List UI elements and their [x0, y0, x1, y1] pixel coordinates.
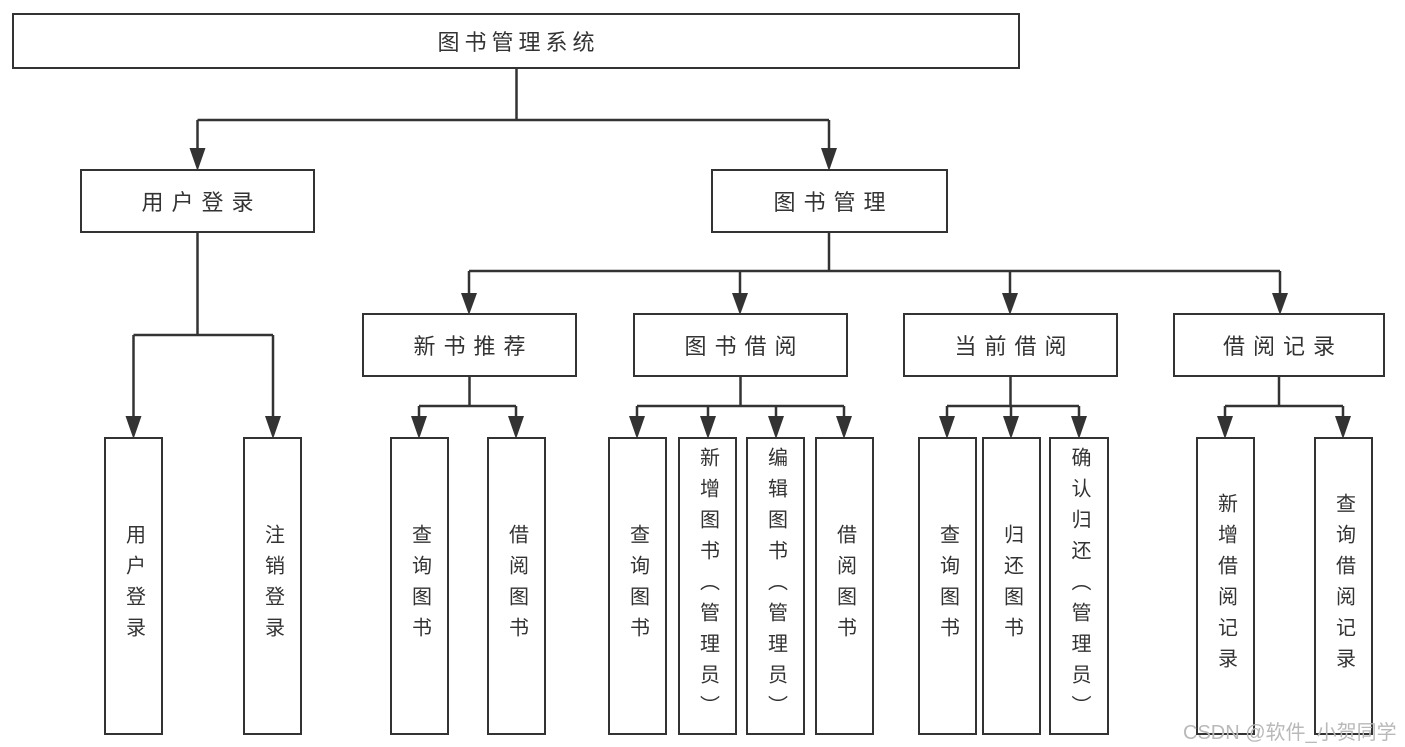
- leaf-logout: 注销登录: [243, 437, 302, 735]
- leaf-query-borrow-record: 查询借阅记录: [1314, 437, 1373, 735]
- leaf-label: 查询图书: [936, 524, 959, 648]
- node-book-management: 图书管理: [711, 169, 948, 233]
- leaf-label: 新增图书（管理员）: [696, 446, 719, 726]
- node-borrowing-records: 借阅记录: [1173, 313, 1385, 377]
- leaf-return-books: 归还图书: [982, 437, 1041, 735]
- node-label: 借阅记录: [1222, 334, 1343, 359]
- leaf-borrow-books: 借阅图书: [815, 437, 874, 735]
- arrowheads: [125, 148, 1351, 439]
- node-label: 用户登录: [141, 190, 262, 215]
- leaf-confirm-return-admin: 确认归还（管理员）: [1049, 437, 1109, 735]
- node-new-book-recommend: 新书推荐: [362, 313, 577, 377]
- node-label: 当前借阅: [954, 334, 1075, 359]
- leaf-label: 注销登录: [261, 524, 284, 648]
- node-label: 新书推荐: [413, 334, 534, 359]
- node-library-system: 图书管理系统: [12, 13, 1020, 69]
- node-book-borrowing: 图书借阅: [633, 313, 848, 377]
- leaf-label: 查询图书: [626, 524, 649, 648]
- node-label: 图书管理: [773, 190, 894, 215]
- leaf-query-books-recommend: 查询图书: [390, 437, 449, 735]
- node-label: 图书管理系统: [437, 30, 600, 55]
- leaf-label: 用户登录: [122, 524, 145, 648]
- leaf-label: 借阅图书: [833, 524, 856, 648]
- leaf-label: 查询图书: [408, 524, 431, 648]
- leaf-label: 借阅图书: [505, 524, 528, 648]
- leaf-label: 编辑图书（管理员）: [764, 446, 787, 726]
- csdn-watermark: CSDN @软件_小贺同学: [1183, 722, 1397, 744]
- leaf-label: 新增借阅记录: [1214, 493, 1237, 679]
- leaf-add-borrow-record: 新增借阅记录: [1196, 437, 1255, 735]
- leaf-label: 归还图书: [1000, 524, 1023, 648]
- leaf-label: 确认归还（管理员）: [1068, 446, 1090, 726]
- leaf-borrow-books-recommend: 借阅图书: [487, 437, 546, 735]
- node-user-login: 用户登录: [80, 169, 315, 233]
- node-current-borrowing: 当前借阅: [903, 313, 1118, 377]
- leaf-label: 查询借阅记录: [1332, 493, 1355, 679]
- leaf-query-books-current: 查询图书: [918, 437, 977, 735]
- leaf-add-books-admin: 新增图书（管理员）: [678, 437, 737, 735]
- node-label: 图书借阅: [684, 334, 805, 359]
- leaf-user-login: 用户登录: [104, 437, 163, 735]
- leaf-query-books-borrowing: 查询图书: [608, 437, 667, 735]
- leaf-edit-books-admin: 编辑图书（管理员）: [746, 437, 805, 735]
